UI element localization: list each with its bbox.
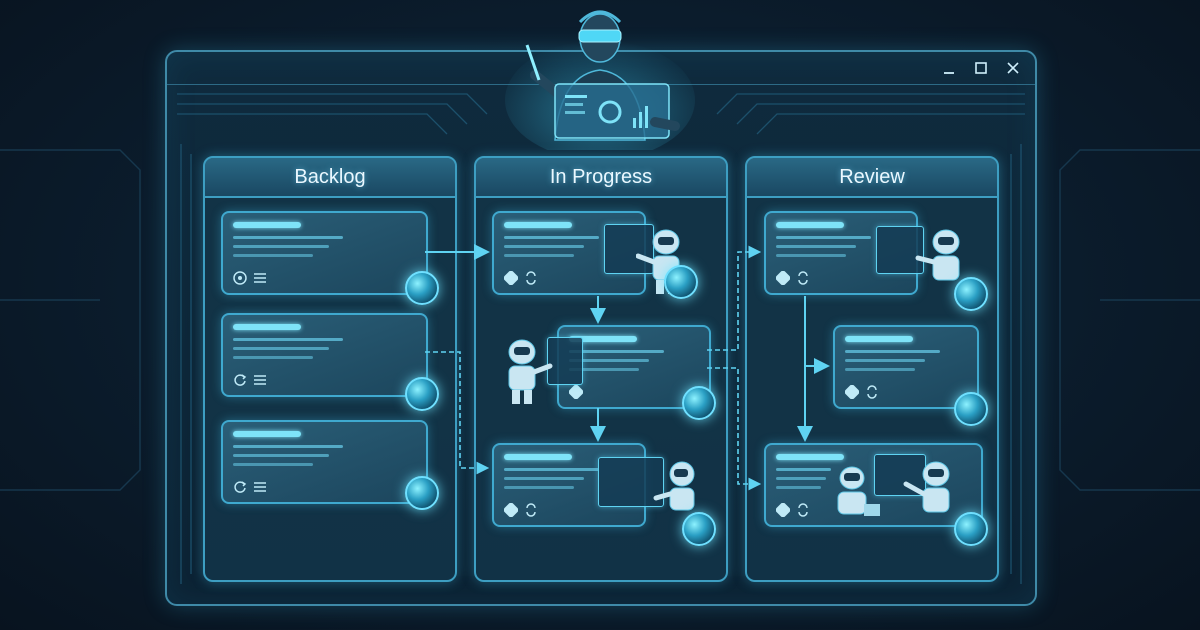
column-title-backlog: Backlog — [205, 158, 455, 198]
list-icon — [254, 273, 266, 283]
refresh-icon — [234, 481, 247, 493]
chart-screen — [874, 454, 926, 496]
status-orb — [405, 476, 439, 510]
code-screen — [547, 337, 583, 385]
robot-icon — [653, 461, 695, 511]
robot-icon — [837, 466, 880, 516]
maximize-icon[interactable] — [971, 58, 991, 78]
code-screen — [598, 457, 664, 507]
robot-icon — [915, 229, 960, 281]
task-card[interactable] — [833, 325, 979, 409]
git-branch-icon — [504, 503, 518, 517]
status-orb — [405, 377, 439, 411]
git-branch-icon — [845, 385, 859, 399]
git-branch-icon — [776, 271, 790, 285]
git-branch-icon — [504, 271, 518, 285]
code-screen — [876, 226, 924, 274]
status-orb — [954, 512, 988, 546]
github-icon — [233, 271, 247, 285]
sync-icon — [798, 271, 808, 285]
status-orb — [682, 386, 716, 420]
status-orb — [405, 271, 439, 305]
sync-icon — [526, 271, 536, 285]
task-card[interactable] — [221, 420, 428, 504]
git-branch-icon — [569, 385, 583, 399]
status-orb — [954, 392, 988, 426]
sync-icon — [798, 503, 808, 517]
column-title-in-progress: In Progress — [476, 158, 726, 198]
code-screen — [604, 224, 654, 274]
status-orb — [682, 512, 716, 546]
robot-icon — [903, 461, 950, 513]
list-icon — [254, 375, 266, 385]
task-card[interactable] — [221, 211, 428, 295]
status-orb — [954, 277, 988, 311]
git-branch-icon — [776, 503, 790, 517]
refresh-icon — [234, 374, 247, 386]
sync-icon — [867, 385, 877, 399]
minimize-icon[interactable] — [939, 58, 959, 78]
sync-icon — [526, 503, 536, 517]
list-icon — [254, 482, 266, 492]
status-orb — [664, 265, 698, 299]
user-with-headset — [505, 10, 695, 150]
task-card[interactable] — [221, 313, 428, 397]
window-circuit-traces — [177, 93, 1025, 584]
robot-icon — [508, 339, 553, 404]
column-title-review: Review — [747, 158, 997, 198]
close-icon[interactable] — [1003, 58, 1023, 78]
